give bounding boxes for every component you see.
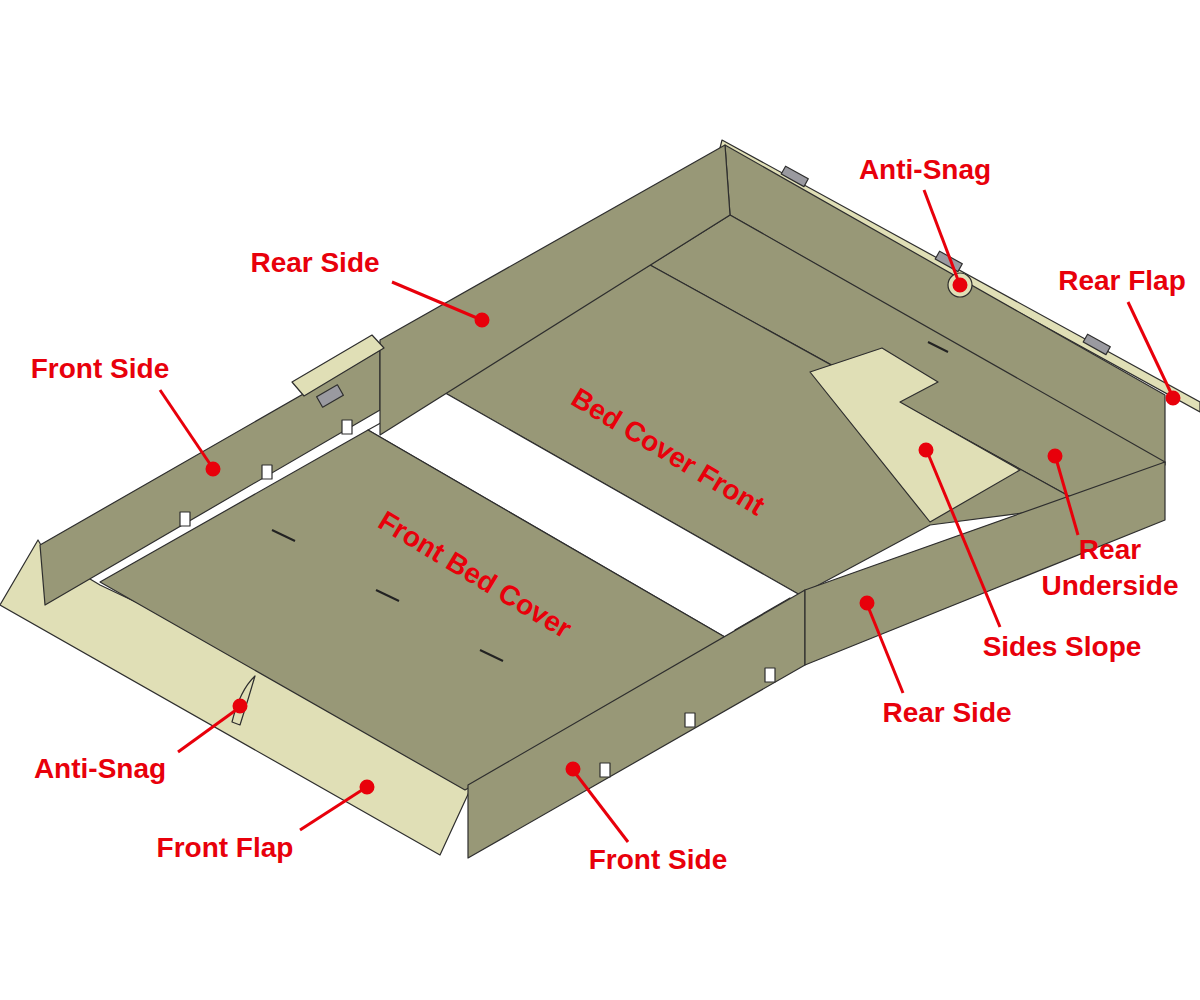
part-label: Anti-Snag — [34, 751, 166, 787]
part-label: Rear Underside — [1025, 532, 1195, 605]
part-label: Front Side — [31, 351, 169, 387]
part-label: Anti-Snag — [859, 152, 991, 188]
part-label: Rear Side — [250, 245, 379, 281]
part-label: Rear Side — [882, 695, 1011, 731]
part-label: Sides Slope — [983, 629, 1142, 665]
part-label: Front Side — [589, 842, 727, 878]
part-label: Front Flap — [157, 830, 294, 866]
part-label: Rear Flap — [1058, 263, 1186, 299]
